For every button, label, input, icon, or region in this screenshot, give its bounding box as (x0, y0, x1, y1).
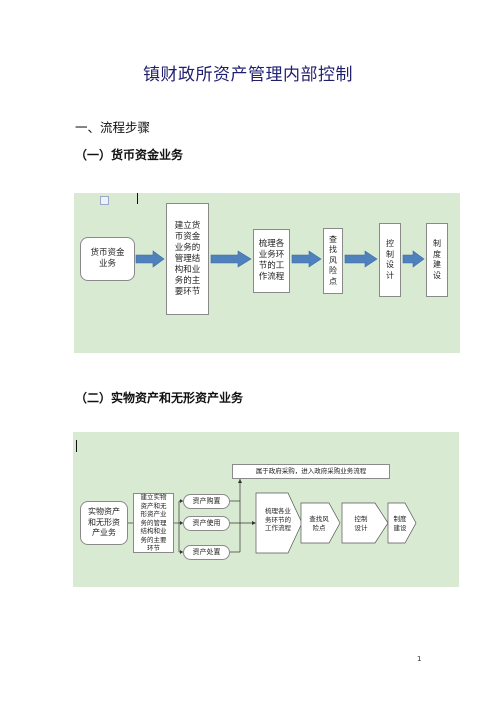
section-heading: 一、流程步骤 (75, 120, 151, 135)
flow1-step-workflow: 梳理各 业务环 节的工 作流程 (253, 229, 290, 293)
flow1-step-control-design: 控 制 设 计 (379, 223, 401, 297)
flow1-arrow-4 (344, 250, 378, 268)
paste-options-icon[interactable] (100, 196, 109, 205)
flow2-label-risk: 查找风 险点 (309, 515, 329, 532)
flow1-step-management-structure: 建立货 币资金 业务的 管理结 构和业 务的主 要环节 (166, 203, 209, 315)
flow2-chevron-workflow (255, 492, 303, 554)
text-cursor-2 (76, 440, 77, 452)
text-cursor (137, 193, 138, 204)
flow2-label-control: 控制 设计 (354, 515, 368, 532)
flow2-branch-disposal: 资产处置 (183, 545, 230, 560)
flow2-label-system: 制度 建设 (393, 515, 407, 532)
flow2-government-procurement-note: 属于政府采购，进入政府采购业务流程 (232, 464, 390, 479)
flow2-chevron-system (387, 502, 417, 544)
flow2-start-box: 实物资产 和无形资 产业务 (80, 501, 128, 545)
flow2-branch-purchase: 资产购置 (183, 494, 230, 509)
document-title: 镇财政所资产管理内部控制 (143, 65, 353, 85)
flow2-chevron-risk (300, 502, 341, 544)
subsection-heading-monetary: （一）货币资金业务 (75, 148, 184, 162)
flow2-chevron-control (341, 502, 389, 544)
flow2-step-management-structure: 建立实物 资产和无 形资产业 务的管理 结构和业 务的主要 环节 (133, 493, 174, 553)
flow2-branch-use: 资产使用 (183, 516, 230, 531)
flow1-arrow-3 (291, 250, 322, 268)
flow1-step-risk-points: 查 找 风 险 点 (323, 228, 343, 294)
flow2-label-workflow: 梳理各业 务环节的 工作流程 (265, 507, 291, 532)
flow1-start-box: 货币资金 业务 (80, 237, 135, 281)
flow1-arrow-2 (210, 250, 252, 268)
page-number: 1 (417, 655, 422, 663)
flow1-arrow-5 (402, 250, 425, 268)
flow1-step-system-building: 制 度 建 设 (426, 223, 448, 297)
subsection-heading-physical-intangible: （二）实物资产和无形资产业务 (75, 391, 244, 405)
flow1-arrow-1 (135, 250, 165, 268)
